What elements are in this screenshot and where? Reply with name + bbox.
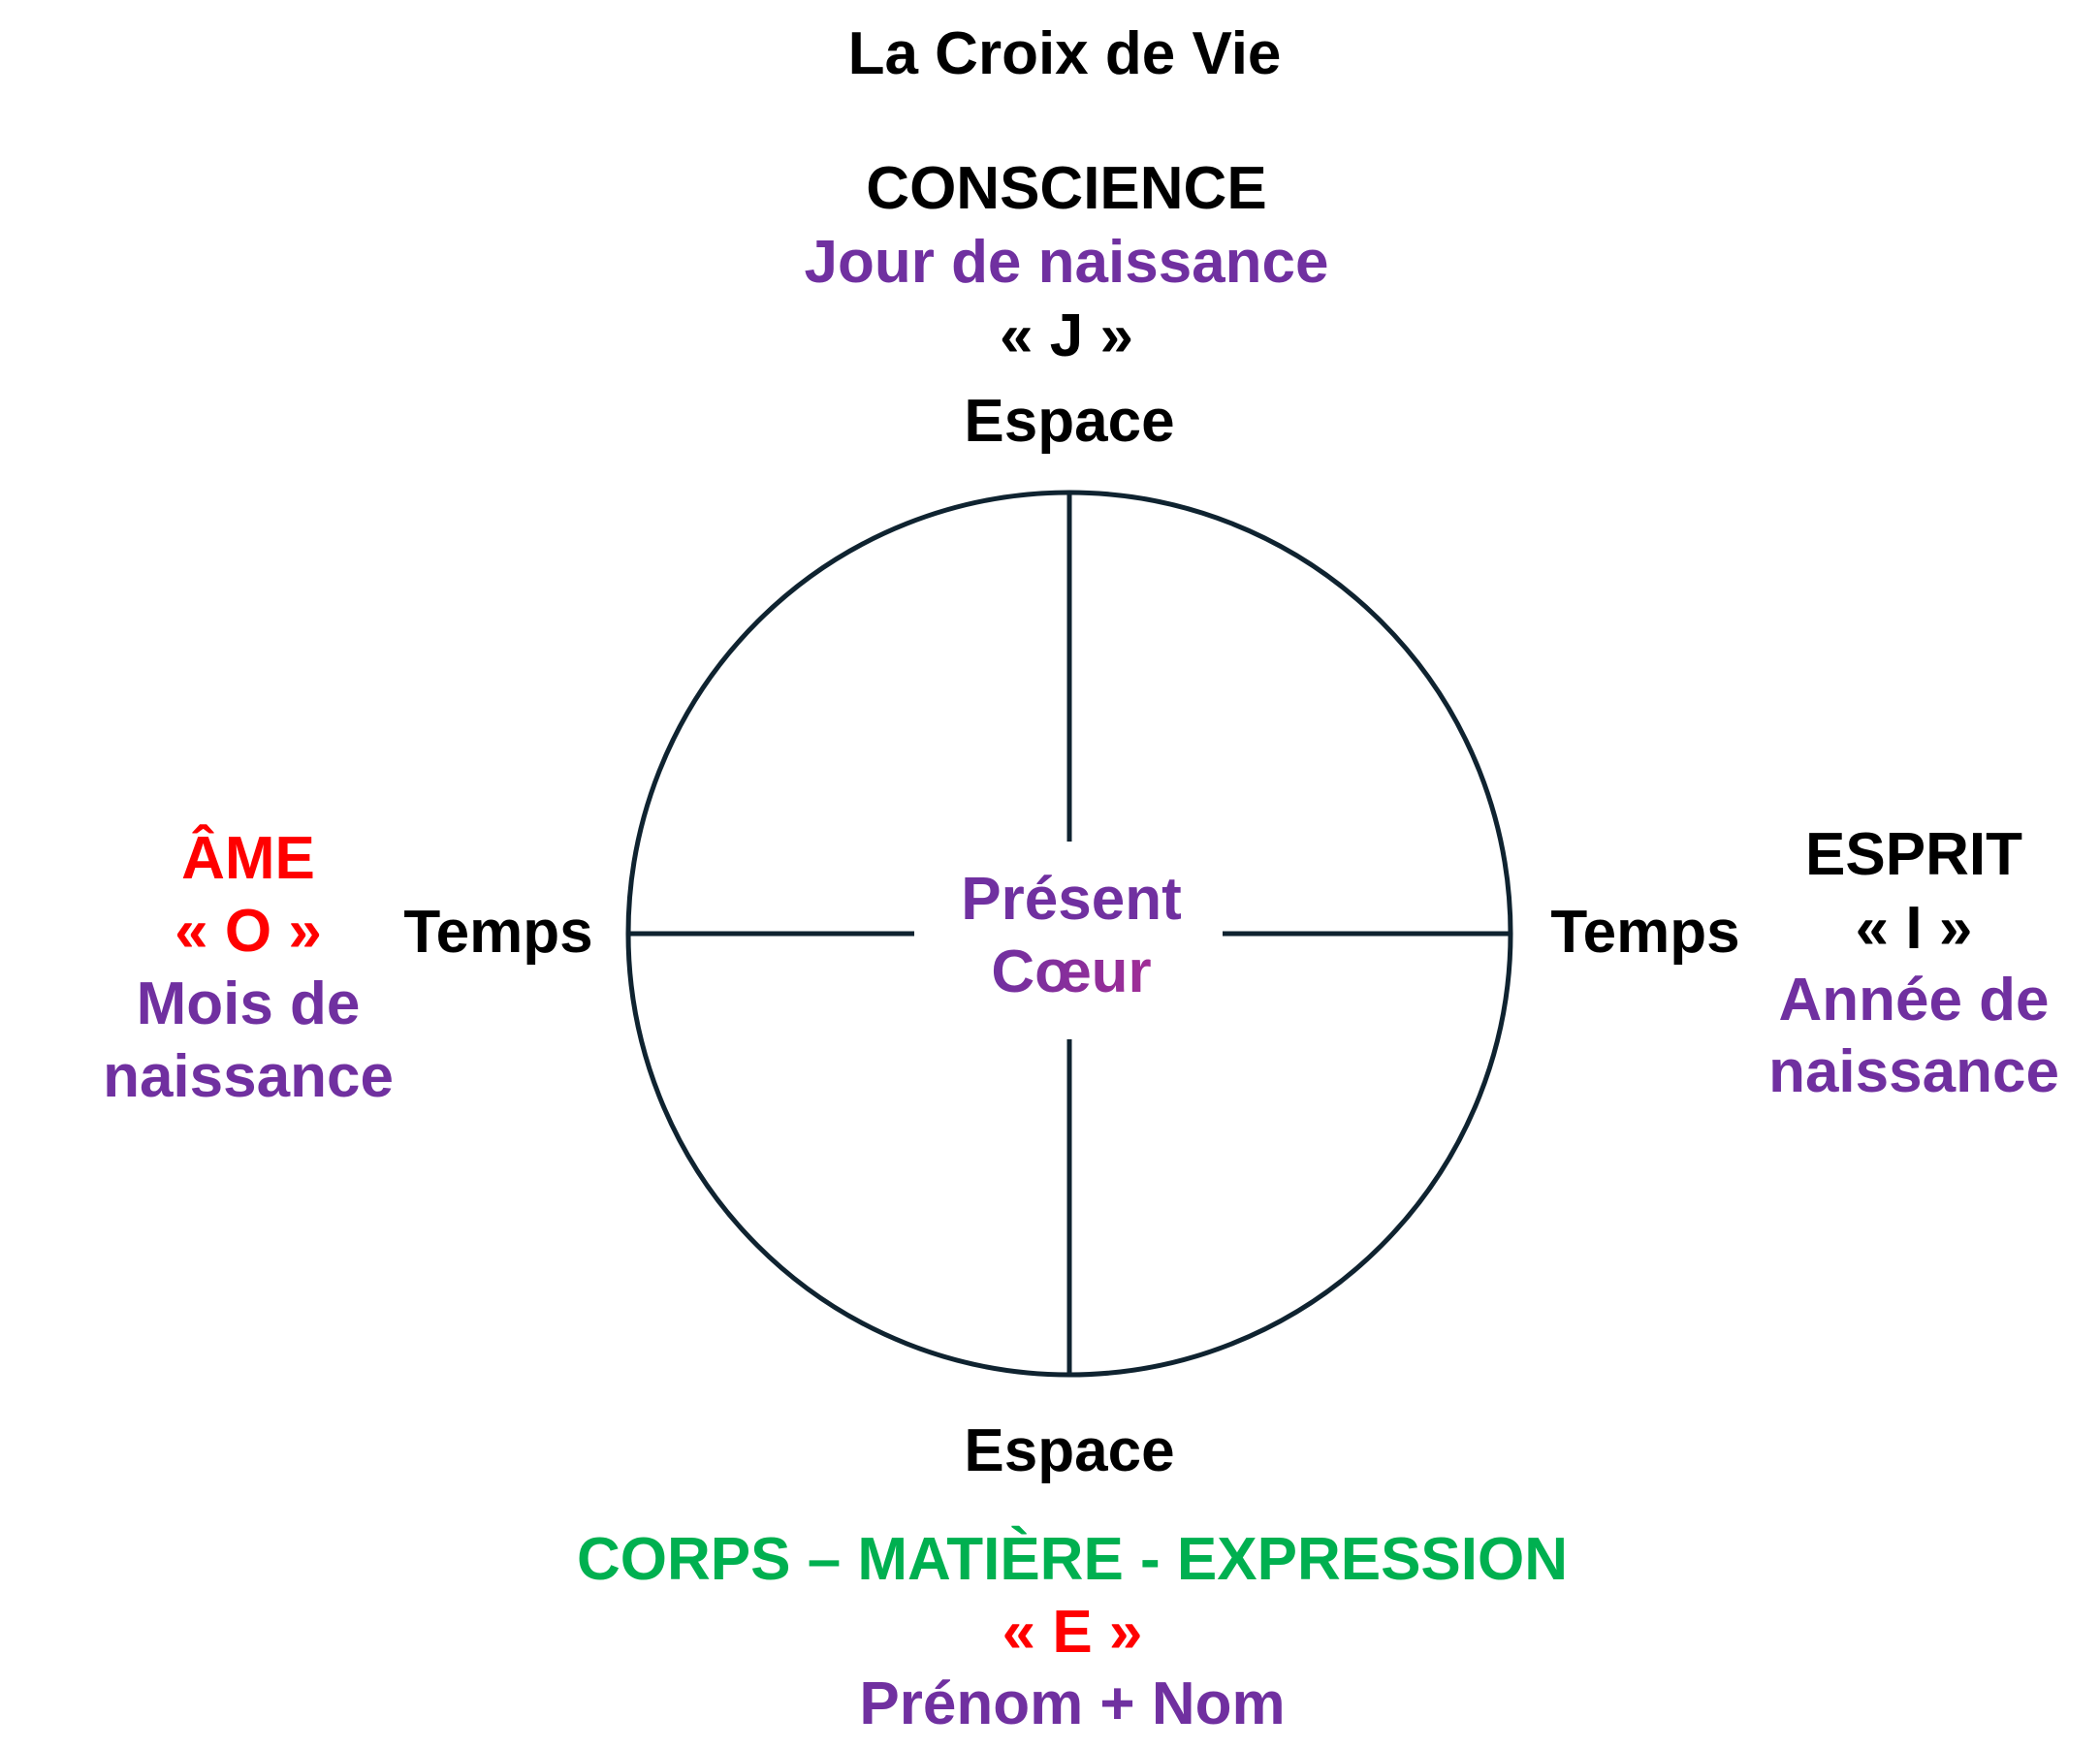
- bottom-axis-label: Espace: [964, 1417, 1175, 1484]
- top-heading-conscience: CONSCIENCE: [866, 155, 1267, 222]
- right-letter: « I »: [1855, 895, 1973, 962]
- top-letter: « J »: [1000, 302, 1133, 369]
- bottom-subtitle: Prénom + Nom: [859, 1670, 1286, 1737]
- bottom-letter: « E »: [1002, 1599, 1143, 1666]
- left-letter: « O »: [175, 898, 322, 965]
- top-axis-label: Espace: [964, 388, 1175, 455]
- left-axis-label: Temps: [403, 899, 593, 966]
- top-subtitle: Jour de naissance: [804, 229, 1329, 296]
- bottom-heading-corps: CORPS – MATIÈRE - EXPRESSION: [576, 1526, 1569, 1593]
- left-subtitle-line2: naissance: [103, 1043, 394, 1110]
- diagram-title: La Croix de Vie: [847, 20, 1282, 87]
- right-axis-label: Temps: [1550, 899, 1740, 966]
- right-subtitle-line2: naissance: [1768, 1038, 2059, 1105]
- left-subtitle-line1: Mois de: [136, 970, 361, 1037]
- center-present: Présent: [961, 866, 1182, 933]
- right-heading-esprit: ESPRIT: [1805, 821, 2022, 888]
- left-heading-ame: ÂME: [181, 825, 315, 892]
- right-subtitle-line1: Année de: [1778, 967, 2050, 1034]
- center-heart: Cœur: [991, 938, 1152, 1005]
